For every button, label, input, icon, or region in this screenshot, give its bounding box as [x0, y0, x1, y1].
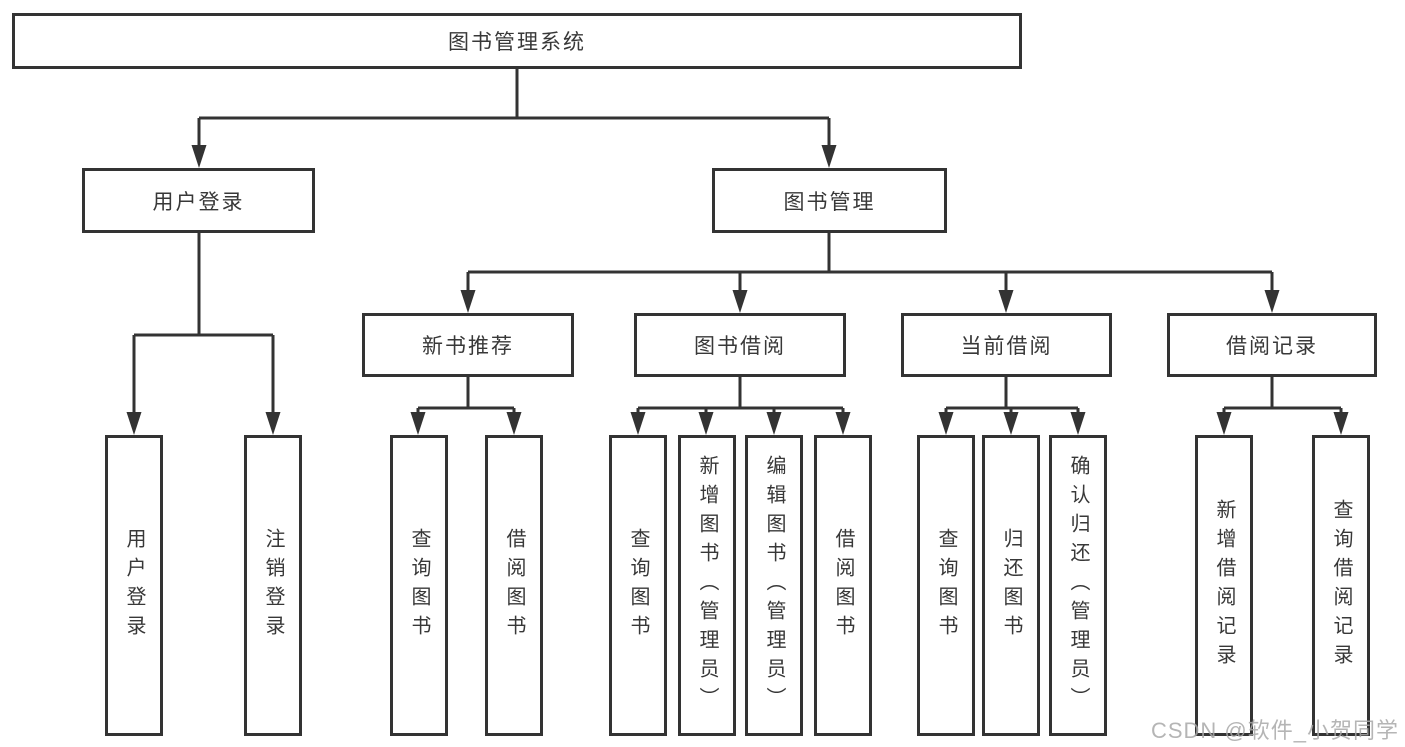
node-label: 查询借阅记录	[1330, 498, 1352, 673]
leaf-logout: 注销登录	[244, 435, 302, 736]
node-label: 查询图书	[627, 527, 649, 644]
node-current-borrow: 当前借阅	[901, 313, 1112, 377]
leaf-add-borrow-record: 新增借阅记录	[1195, 435, 1253, 736]
node-label: 新增借阅记录	[1213, 498, 1235, 673]
csdn-watermark: CSDN @软件_小贺同学	[1150, 718, 1399, 743]
node-label: 图书管理系统	[448, 31, 586, 54]
node-label: 图书借阅	[694, 335, 786, 358]
node-label: 归还图书	[1000, 527, 1022, 644]
node-user-login: 用户登录	[82, 168, 315, 233]
node-label: 新书推荐	[422, 335, 514, 358]
node-label: 当前借阅	[960, 335, 1053, 358]
leaf-user-login: 用户登录	[105, 435, 163, 736]
leaf-borrow-books-recommend: 借阅图书	[485, 435, 543, 736]
node-label: 查询图书	[408, 527, 430, 644]
node-label: 借阅图书	[503, 527, 525, 644]
node-label: 确认归还（管理员）	[1067, 455, 1089, 716]
node-label: 借阅记录	[1226, 335, 1318, 358]
node-book-borrow: 图书借阅	[634, 313, 846, 377]
node-label: 图书管理	[783, 190, 876, 214]
leaf-query-books-recommend: 查询图书	[390, 435, 448, 736]
leaf-query-books-borrow: 查询图书	[609, 435, 667, 736]
leaf-edit-book-admin: 编辑图书（管理员）	[745, 435, 803, 736]
node-label: 借阅图书	[832, 527, 854, 644]
node-label: 查询图书	[935, 527, 957, 644]
node-label: 注销登录	[262, 527, 284, 644]
leaf-borrow-books: 借阅图书	[814, 435, 872, 736]
leaf-query-books-current: 查询图书	[917, 435, 975, 736]
node-library-management-system: 图书管理系统	[12, 13, 1022, 69]
leaf-return-books: 归还图书	[982, 435, 1040, 736]
leaf-query-borrow-record: 查询借阅记录	[1312, 435, 1370, 736]
node-new-book-recommend: 新书推荐	[362, 313, 574, 377]
node-borrow-records: 借阅记录	[1167, 313, 1377, 377]
node-label: 新增图书（管理员）	[696, 455, 718, 716]
node-book-management: 图书管理	[712, 168, 947, 233]
node-label: 编辑图书（管理员）	[763, 455, 785, 716]
node-label: 用户登录	[123, 527, 145, 644]
leaf-add-book-admin: 新增图书（管理员）	[678, 435, 736, 736]
leaf-confirm-return-admin: 确认归还（管理员）	[1049, 435, 1107, 736]
node-label: 用户登录	[152, 190, 245, 214]
